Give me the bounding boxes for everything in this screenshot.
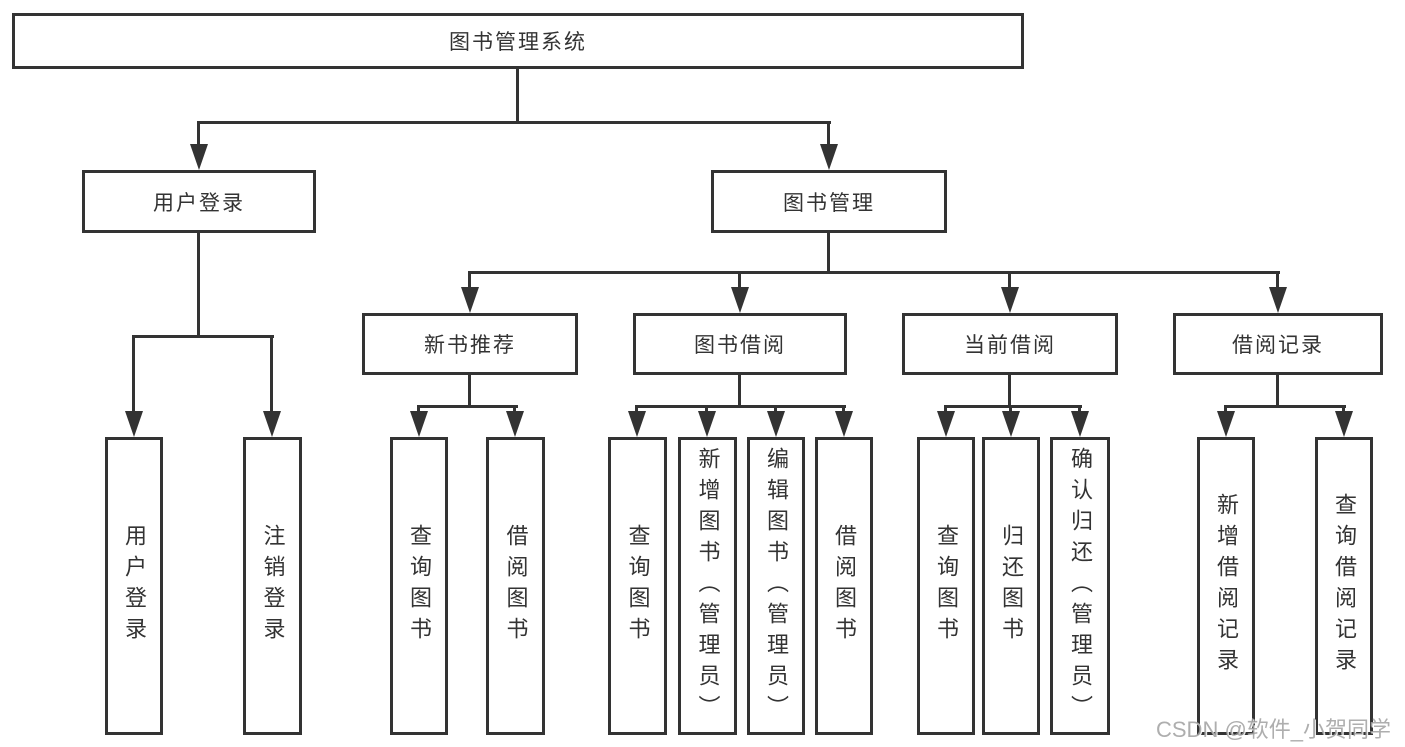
arrow-down-icon — [820, 144, 838, 170]
arrow-down-icon — [1335, 411, 1353, 437]
connector-line — [270, 335, 273, 415]
leaf-edit-books-admin: 编辑图书（管理员） — [747, 437, 805, 735]
arrow-down-icon — [1071, 411, 1089, 437]
arrow-down-icon — [410, 411, 428, 437]
leaf-label: 注销登录 — [260, 524, 286, 648]
node-book-management: 图书管理 — [711, 170, 947, 233]
arrow-down-icon — [767, 411, 785, 437]
arrow-down-icon — [1217, 411, 1235, 437]
arrow-down-icon — [125, 411, 143, 437]
connector-line — [1008, 271, 1011, 293]
leaf-label: 编辑图书（管理员） — [764, 446, 789, 726]
connector-line — [132, 335, 274, 338]
connector-line — [132, 335, 135, 415]
connector-line — [1276, 271, 1279, 293]
node-root: 图书管理系统 — [12, 13, 1024, 69]
connector-line — [417, 405, 518, 408]
connector-line — [468, 375, 471, 407]
leaf-label: 查询图书 — [934, 524, 959, 648]
leaf-label: 确认归还（管理员） — [1068, 446, 1093, 726]
arrow-down-icon — [1002, 411, 1020, 437]
arrow-down-icon — [461, 287, 479, 313]
connector-line — [516, 69, 519, 124]
connector-line — [1008, 375, 1011, 407]
node-new-book-recommend: 新书推荐 — [362, 313, 578, 375]
leaf-label: 新增图书（管理员） — [695, 446, 721, 726]
node-current-borrow: 当前借阅 — [902, 313, 1118, 375]
leaf-query-borrow-record: 查询借阅记录 — [1315, 437, 1373, 735]
node-borrow-records: 借阅记录 — [1173, 313, 1383, 375]
leaf-label: 查询借阅记录 — [1332, 493, 1357, 679]
connector-line — [738, 271, 741, 293]
leaf-query-books-recommend: 查询图书 — [390, 437, 448, 735]
connector-line — [738, 375, 741, 407]
leaf-add-books-admin: 新增图书（管理员） — [678, 437, 737, 735]
connector-line — [635, 405, 846, 408]
arrow-down-icon — [190, 144, 208, 170]
arrow-down-icon — [263, 411, 281, 437]
leaf-add-borrow-record: 新增借阅记录 — [1197, 437, 1255, 735]
arrow-down-icon — [937, 411, 955, 437]
arrow-down-icon — [506, 411, 524, 437]
connector-line — [468, 271, 1280, 274]
arrow-down-icon — [731, 287, 749, 313]
arrow-down-icon — [1001, 287, 1019, 313]
connector-line — [197, 121, 200, 149]
node-book-borrow: 图书借阅 — [633, 313, 847, 375]
arrow-down-icon — [835, 411, 853, 437]
connector-line — [1276, 375, 1279, 407]
connector-line — [197, 233, 200, 338]
leaf-label: 查询图书 — [407, 524, 432, 648]
arrow-down-icon — [1269, 287, 1287, 313]
connector-line — [468, 271, 471, 293]
leaf-label: 借阅图书 — [503, 524, 529, 648]
leaf-label: 借阅图书 — [832, 524, 857, 648]
leaf-borrow-books-recommend: 借阅图书 — [486, 437, 545, 735]
connector-line — [197, 121, 831, 124]
connector-line — [944, 405, 1082, 408]
leaf-return-books: 归还图书 — [982, 437, 1040, 735]
connector-line — [1224, 405, 1346, 408]
leaf-label: 新增借阅记录 — [1214, 493, 1239, 679]
leaf-query-books-borrow: 查询图书 — [608, 437, 667, 735]
leaf-label: 查询图书 — [625, 524, 651, 648]
node-user-login: 用户登录 — [82, 170, 316, 233]
leaf-user-login: 用户登录 — [105, 437, 163, 735]
leaf-label: 归还图书 — [999, 524, 1024, 648]
csdn-watermark: CSDN @软件_小贺同学 — [1156, 717, 1392, 742]
arrow-down-icon — [698, 411, 716, 437]
connector-line — [827, 233, 830, 274]
leaf-logout: 注销登录 — [243, 437, 302, 735]
leaf-confirm-return-admin: 确认归还（管理员） — [1050, 437, 1110, 735]
leaf-borrow-books-borrow: 借阅图书 — [815, 437, 873, 735]
connector-line — [827, 121, 830, 149]
leaf-query-books-current: 查询图书 — [917, 437, 975, 735]
arrow-down-icon — [628, 411, 646, 437]
leaf-label: 用户登录 — [122, 524, 147, 648]
